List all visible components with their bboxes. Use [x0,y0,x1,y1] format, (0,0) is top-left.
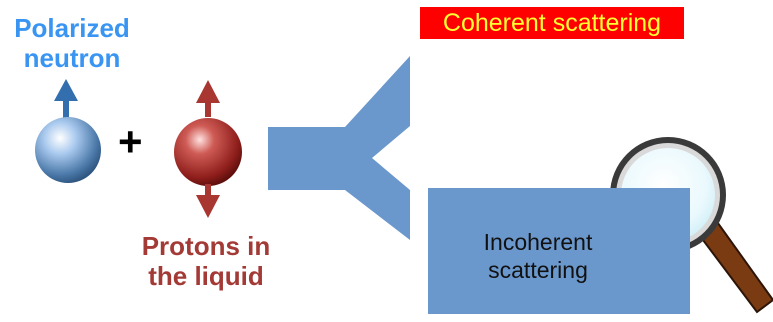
neutron-spin-up-arrow [54,79,78,121]
proton-sphere-icon [174,118,242,186]
protons-label: Protons in the liquid [141,231,271,291]
incoherent-scattering-box [428,188,690,314]
branching-arrow [268,56,410,240]
proton-spin-down-arrow [196,184,220,218]
coherent-scattering-label: Coherent scattering [442,9,662,37]
coherent-scattering-box: Coherent scattering [420,7,684,39]
plus-sign: + [118,118,143,165]
incoherent-scattering-label: Incoherent scattering [483,229,593,283]
polarized-neutron-label: Polarized neutron [14,13,130,73]
neutron-sphere-icon [35,117,101,183]
proton-spin-up-arrow [196,80,220,117]
